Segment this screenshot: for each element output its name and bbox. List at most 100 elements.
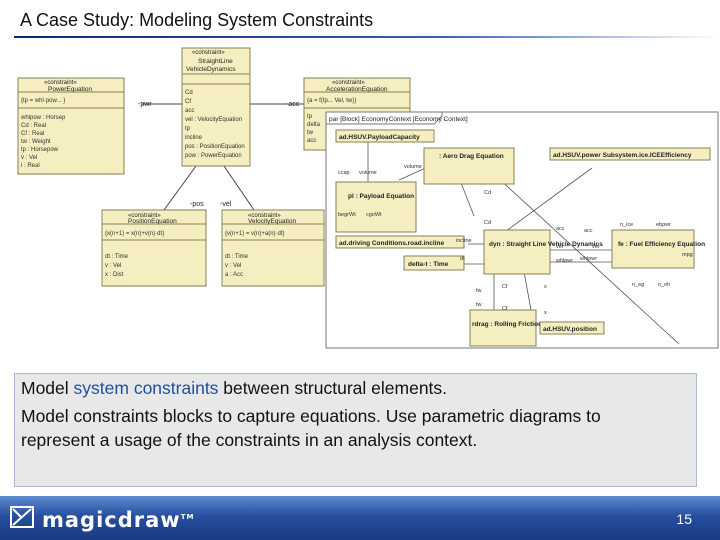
port-label: incline [456, 238, 472, 244]
stereotype-label: «constraint» [128, 213, 161, 219]
param-1: v : Vel [225, 263, 241, 269]
param-road-incline-label: ad.driving Conditions.road.incline [339, 240, 444, 247]
caption-line-1: Model system constraints between structu… [21, 376, 447, 400]
port-label: Cd [484, 190, 491, 196]
param-0: Cd [185, 90, 193, 96]
param-2: a : Acc [225, 272, 243, 278]
param-2: acc [185, 108, 194, 114]
param-2: tw [307, 130, 314, 136]
block-name: PositionEquation [128, 218, 177, 225]
param-3: vel : VelocityEquation [185, 117, 242, 123]
logo-wordmark: magicdraw [42, 508, 181, 532]
port-label: whlpwr [579, 256, 597, 262]
param-road-incline[interactable]: ad.driving Conditions.road.incline [335, 235, 465, 249]
port-label-pos: -pos [190, 201, 204, 208]
magicdraw-logo: magicdrawTM [42, 508, 194, 532]
port-label: x [544, 310, 547, 316]
param-6: pos : PositionEquation [185, 144, 245, 150]
param-payload-equation[interactable]: pl : Payload Equation [335, 181, 417, 233]
param-4: tp : Horsepow [21, 147, 59, 153]
param-1: v : Vel [105, 263, 121, 269]
param-1: delta [307, 122, 321, 128]
title-underline [14, 36, 720, 38]
port-label: tw [476, 302, 482, 308]
param-vehicle-dynamics-label: dyn : Straight Line Vehicle Dynamics [489, 241, 603, 248]
param-1: Cd : Real [21, 123, 46, 129]
param-fuel-efficiency[interactable]: fe : Fuel Efficiency Equation [611, 229, 705, 269]
port-label: n_eh [658, 282, 670, 288]
port-label: acc [584, 228, 593, 234]
block-position-equation[interactable]: «constraint» PositionEquation {x(n+1) = … [101, 209, 207, 287]
block-formula: {a = f(tp... Vel, tw)} [307, 98, 356, 104]
block-velocity-equation[interactable]: «constraint» VelocityEquation {v(n+1) = … [221, 209, 325, 287]
param-payload-equation-label: pl : Payload Equation [348, 193, 414, 200]
footer-bar: magicdrawTM 15 [0, 496, 720, 540]
block-formula: {v(n+1) = v(n)+a(n)·dt} [225, 231, 285, 237]
param-position-label: ad.HSUV.position [543, 326, 597, 333]
param-ice-efficiency[interactable]: ad.HSUV.power Subsystem.ice.ICEEfficienc… [549, 147, 711, 161]
block-name-line2: VehicleDynamics [186, 66, 236, 73]
port-label: Cf [502, 306, 508, 312]
port-label: volume [404, 164, 422, 170]
caption-line-1-start: Model [21, 378, 74, 398]
stereotype-label: «constraint» [192, 50, 225, 56]
port-label: vel [556, 244, 563, 250]
port-label: n_eg [632, 282, 644, 288]
param-position[interactable]: ad.HSUV.position [539, 321, 605, 335]
caption-line-3: represent a usage of the constraints in … [21, 430, 478, 450]
slide-title: A Case Study: Modeling System Constraint… [20, 10, 374, 30]
param-4: tp [185, 126, 191, 132]
caption-line-1-end: between structural elements. [218, 378, 448, 398]
block-formula: {x(n+1) = x(n)+v(n)·dt} [105, 231, 164, 237]
block-name: AccelerationEquation [326, 86, 388, 93]
port-label: vel [592, 244, 599, 250]
port-label: tw [476, 288, 482, 294]
block-name: PowerEquation [48, 86, 92, 93]
param-2: x : Dist [105, 272, 124, 278]
param-aero-drag-label: : Aero Drag Equation [439, 153, 504, 160]
caption-highlight-system-constraints: system constraints [73, 378, 219, 398]
port-label: acc [556, 226, 565, 232]
stereotype-label: «constraint» [332, 80, 365, 86]
stereotype-label: «constraint» [44, 80, 77, 86]
block-name-line1: StraightLine [198, 58, 233, 65]
param-0: dt : Time [105, 254, 129, 260]
param-3: tw : Weight [21, 139, 51, 145]
parametric-diagram[interactable]: par [Block] EconomyContext [Economy Cont… [325, 111, 719, 349]
block-name: VelocityEquation [248, 218, 296, 225]
constraint-diagram: -pwr -acc -pos -vel «constraint» PowerEq… [17, 47, 719, 349]
param-rolling-friction[interactable]: rdrag : Rolling Friction Equation [469, 309, 572, 347]
param-5: incline [185, 135, 203, 141]
param-aero-drag[interactable]: : Aero Drag Equation [423, 147, 515, 185]
composition-links [142, 103, 304, 211]
param-rolling-friction-label: rdrag : Rolling Friction Equation [472, 321, 572, 328]
param-vehicle-dynamics[interactable]: dyn : Straight Line Vehicle Dynamics [483, 229, 603, 275]
port-label: whlpwr [555, 258, 573, 264]
block-formula: {tp = whl·pow... } [21, 98, 65, 104]
page-number: 15 [676, 511, 692, 527]
port-label: volume [359, 170, 377, 176]
port-label: dt [460, 256, 465, 262]
port-label: begrWt [338, 212, 356, 218]
parametric-connectors [367, 140, 680, 345]
block-power-equation[interactable]: «constraint» PowerEquation {tp = whl·pow… [17, 77, 125, 175]
param-1: Cf [185, 99, 191, 105]
param-payload-capacity[interactable]: ad.HSUV.PayloadCapacity [335, 129, 435, 143]
param-0: dt : Time [225, 254, 249, 260]
param-6: i : Real [21, 163, 40, 169]
port-label: x [544, 284, 547, 290]
port-label: Cf [502, 284, 508, 290]
port-label: Cd [484, 220, 491, 226]
block-straightline-vehicle-dynamics[interactable]: «constraint» StraightLine VehicleDynamic… [181, 47, 251, 167]
param-3: acc [307, 138, 316, 144]
logo-trademark: TM [180, 513, 195, 521]
port-label: ebpwr [656, 222, 671, 228]
caption-box: Model system constraints between structu… [14, 373, 697, 487]
magicdraw-logo-icon [10, 506, 34, 528]
port-label-vel: -vel [220, 201, 232, 208]
param-0: tp [307, 114, 313, 120]
param-0: whlpow : Horsep [20, 115, 66, 121]
port-label: mpg [682, 252, 693, 258]
param-delta-t[interactable]: delta-t : Time [403, 255, 465, 271]
port-label: n_ice [620, 222, 633, 228]
